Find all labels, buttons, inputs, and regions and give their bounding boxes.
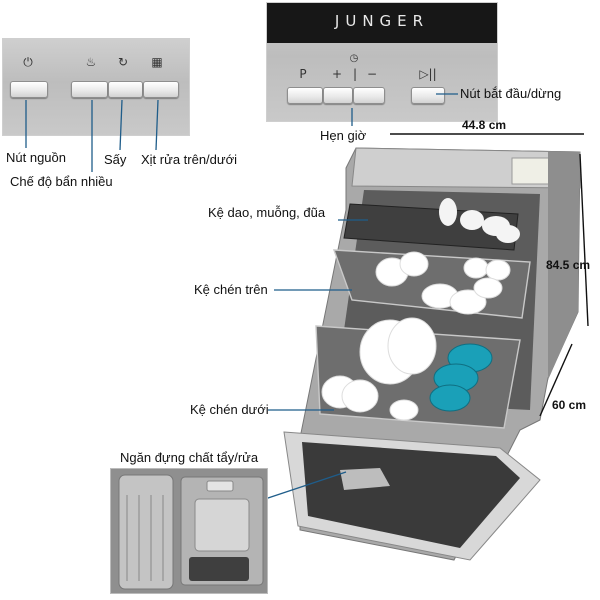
dry-icon: ↻: [117, 55, 129, 69]
minus-button[interactable]: [353, 87, 385, 104]
heavy-wash-label: Chế độ bẩn nhiều: [10, 174, 113, 189]
clock-icon: ◷: [349, 53, 359, 64]
power-button[interactable]: [10, 81, 48, 98]
brand-logo: JUNGER: [267, 3, 497, 43]
upper-rack-dishes: [375, 251, 511, 315]
minus-icon: −: [366, 67, 378, 81]
detergent-lid: [118, 474, 174, 590]
control-panel-right: JUNGER P + | − ◷ ▷||: [266, 2, 498, 122]
heavy-wash-icon: ♨: [85, 55, 97, 69]
plus-button[interactable]: [323, 87, 353, 104]
detergent-label: Ngăn đựng chất tẩy/rửa: [120, 450, 259, 465]
plus-icon: +: [331, 67, 343, 81]
heavy-wash-button[interactable]: [71, 81, 108, 98]
lid-ribs: [126, 495, 164, 581]
rinse-aid-slot: [189, 557, 249, 581]
power-icon: ⏻: [23, 55, 33, 69]
upper-lower-spray-icon: ▦: [151, 55, 163, 69]
depth-dimension: 60 cm: [552, 398, 587, 412]
depth-dimension-line: [539, 343, 573, 417]
program-icon: P: [299, 67, 307, 81]
cutlery-items: [439, 198, 520, 243]
latch: [206, 480, 234, 492]
cutlery-rack-label: Kệ dao, muỗng, đũa: [208, 205, 326, 220]
dry-button[interactable]: [108, 81, 143, 98]
dry-label: Sấy: [104, 152, 127, 167]
program-button[interactable]: [287, 87, 323, 104]
side-panel: [548, 152, 580, 380]
upper-rack-label: Kệ chén trên: [194, 282, 268, 297]
start-pause-button[interactable]: [411, 87, 445, 104]
width-dimension: 44.8 cm: [462, 118, 507, 132]
detergent-cup: [194, 498, 250, 552]
lower-rack-label: Kệ chén dưới: [190, 402, 269, 417]
lower-rack-plates: [321, 317, 437, 421]
height-dimension-line: [579, 153, 589, 327]
control-panel-left: ⏻ ♨ ↻ ▦: [2, 38, 190, 136]
height-dimension: 84.5 cm: [546, 258, 591, 272]
leader-lines: [25, 93, 458, 501]
detergent-compartment-inset: [110, 468, 268, 594]
divider-icon: |: [352, 67, 358, 81]
lower-rack-bowls: [429, 343, 493, 412]
start-pause-icon: ▷||: [419, 67, 437, 81]
timer-label: Hẹn giờ: [320, 128, 367, 143]
door-inner-panel: [302, 442, 520, 548]
spray-button[interactable]: [143, 81, 179, 98]
detergent-slot: [340, 468, 390, 490]
power-button-label: Nút nguồn: [6, 150, 66, 165]
spray-label: Xịt rửa trên/dưới: [141, 152, 238, 167]
start-pause-label: Nút bắt đầu/dừng: [460, 86, 562, 101]
